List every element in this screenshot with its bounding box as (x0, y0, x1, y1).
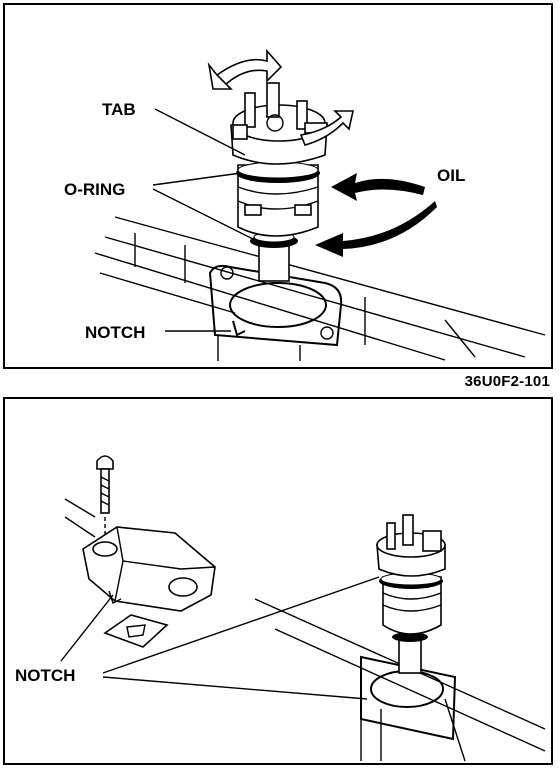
gasket-drawing (103, 614, 169, 648)
o-ring-label: O-RING (64, 180, 125, 199)
bottom-diagram: NOTCH (15, 455, 546, 762)
leader-lines (152, 108, 258, 332)
top-diagram: TAB O-RING OIL NOTCH (64, 48, 546, 361)
rotation-arrows (207, 48, 354, 146)
injector-hold-down-plate (82, 526, 216, 612)
tab-label: TAB (102, 100, 136, 119)
bottom-notch-label: NOTCH (15, 666, 75, 685)
oil-arrows (315, 173, 437, 257)
top-diagram-panel: TAB O-RING OIL NOTCH (3, 3, 553, 369)
figure-reference-code: 36U0F2-101 (464, 373, 550, 390)
leader-lines (60, 576, 380, 700)
oil-label: OIL (437, 166, 465, 185)
top-notch-label: NOTCH (85, 323, 145, 342)
injector-bore-boss (208, 264, 343, 361)
fuel-injector-drawing (376, 514, 446, 674)
bolt-drawing (96, 455, 114, 543)
bottom-diagram-panel: NOTCH (3, 397, 553, 765)
engine-block-drawing (94, 216, 546, 361)
fuel-injector-drawing (230, 82, 328, 282)
